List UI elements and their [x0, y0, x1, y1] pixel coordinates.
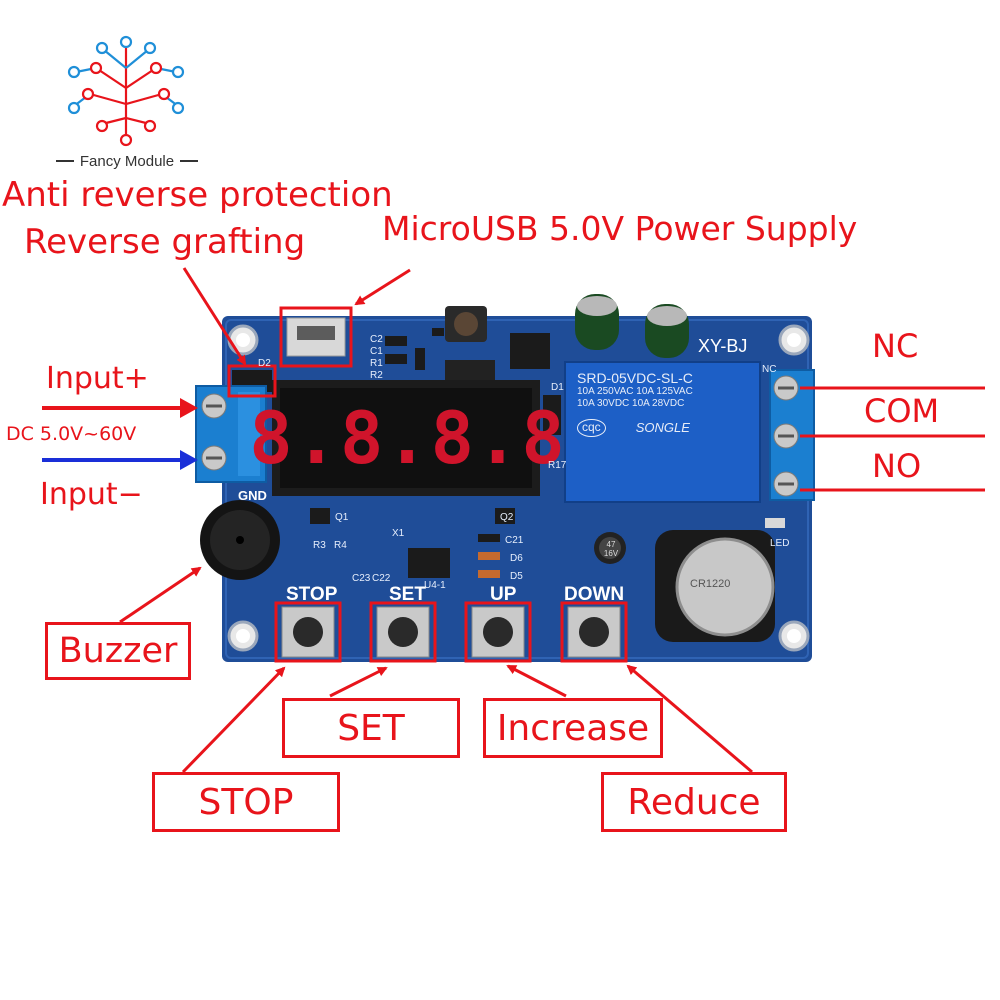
silk-label: C2	[370, 334, 383, 345]
silk-label: R17	[548, 460, 567, 471]
battery-label: CR1220	[690, 578, 731, 590]
silk-label: R1	[370, 358, 383, 369]
mounting-holes	[227, 324, 810, 652]
reverse-grafting-label: Reverse grafting	[24, 222, 306, 262]
smd-components	[310, 328, 785, 578]
silk-label: LED	[770, 538, 790, 549]
silk-label: C1	[370, 346, 383, 357]
silk-label: C21	[505, 535, 524, 546]
brand-row: Fancy Module	[42, 152, 212, 170]
silk-label: R3	[313, 540, 326, 551]
anti-reverse-label: Anti reverse protection	[2, 175, 393, 215]
silk-label: D5	[510, 571, 523, 582]
reduce-callout: Reduce	[601, 772, 787, 832]
buzzer-component	[200, 500, 280, 580]
gnd-label: GND	[238, 488, 267, 503]
silk-label: NC	[762, 364, 777, 375]
brand-rule-left	[55, 160, 74, 162]
com-label: COM	[864, 392, 940, 430]
relay-model: SRD-05VDC-SL-C	[577, 370, 693, 386]
input-terminal-block	[195, 385, 267, 483]
silk-label: C22	[372, 573, 391, 584]
electrolytic-capacitors	[575, 294, 689, 564]
buzzer-callout: Buzzer	[45, 622, 191, 680]
silk-label: U4-1	[424, 580, 446, 591]
brand-name: Fancy Module	[79, 152, 175, 170]
silk-label: D1	[551, 382, 564, 393]
silk-label: Q2	[500, 512, 514, 523]
board-button-stop-label: STOP	[286, 584, 338, 605]
board-button-up-label: UP	[490, 584, 517, 605]
dc-range-label: DC 5.0V~60V	[6, 423, 137, 445]
circuit-tree-icon	[67, 35, 185, 147]
board-button-set-label: SET	[389, 584, 426, 605]
relay-print: SRD-05VDC-SL-C 10A 250VAC 10A 125VAC 10A…	[577, 370, 755, 437]
stop-callout: STOP	[152, 772, 340, 832]
silk-label: X1	[392, 528, 405, 539]
relay-cert: cqc	[577, 419, 606, 437]
input-minus-label: Input−	[40, 477, 143, 512]
highlight-boxes	[227, 306, 628, 663]
seven-segment-display: 8.8.8.8	[249, 398, 564, 478]
relay-output-lines	[800, 386, 985, 492]
silk-label: Q1	[335, 512, 349, 523]
annotation-arrows	[119, 267, 753, 774]
silk-label: D2	[258, 358, 271, 369]
silk-label: C23	[352, 573, 371, 584]
no-label: NO	[872, 447, 922, 485]
silk-label: D6	[510, 553, 523, 564]
board-button-down-label: DOWN	[564, 584, 625, 605]
increase-callout: Increase	[483, 698, 663, 758]
tactile-buttons	[281, 606, 621, 658]
capacitor-label: 47 16V	[603, 540, 619, 558]
inductor	[445, 306, 487, 342]
display-digits: 8.8.8.8	[249, 396, 567, 480]
nc-label: NC	[872, 327, 919, 365]
battery-holder	[655, 530, 775, 642]
silk-label: R4	[334, 540, 347, 551]
brand-rule-right	[180, 160, 199, 162]
microusb-connector	[286, 317, 346, 357]
microusb-label: MicroUSB 5.0V Power Supply	[382, 209, 858, 248]
relay-rating-ac: 10A 250VAC 10A 125VAC	[577, 386, 693, 398]
relay-brand: SONGLE	[635, 419, 690, 435]
silk-label: R2	[370, 370, 383, 381]
set-callout: SET	[282, 698, 460, 758]
relay-rating-dc: 10A 30VDC 10A 28VDC	[577, 397, 685, 409]
input-plus-label: Input+	[46, 361, 149, 396]
board-model: XY-BJ	[698, 336, 748, 356]
